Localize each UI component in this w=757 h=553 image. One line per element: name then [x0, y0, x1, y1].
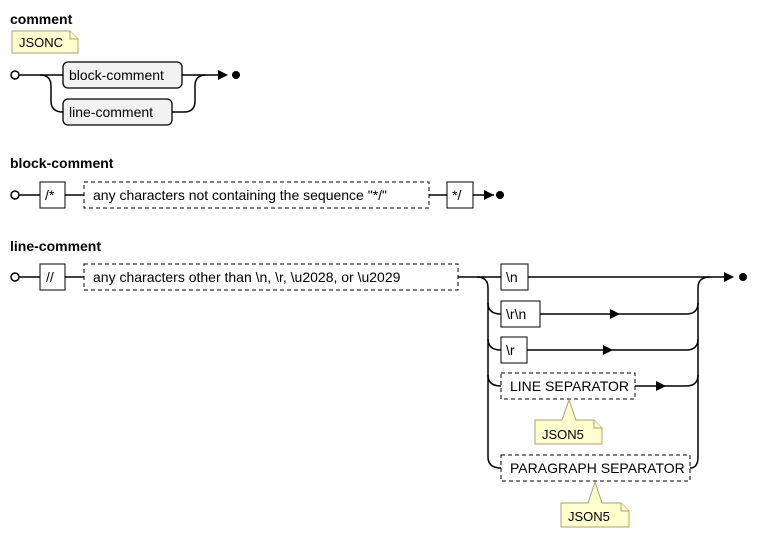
choice-block-comment-label: block-comment	[69, 67, 164, 83]
terminal-open-block-label: /*	[45, 187, 55, 203]
track-block-comment	[10, 190, 504, 200]
block-comment-body: any characters not containing the sequen…	[83, 181, 430, 209]
terminator-newline: \n	[500, 263, 529, 291]
terminator-paragraph-separator-label: PARAGRAPH SEPARATOR	[510, 460, 685, 476]
choice-line-comment-label: line-comment	[69, 104, 153, 120]
note-json5-paragraph-separator: JSON5	[560, 480, 630, 528]
line-comment-body-label: any characters other than \n, \r, \u2028…	[93, 269, 401, 285]
terminator-cr-label: \r	[506, 342, 515, 358]
terminator-line-separator-label: LINE SEPARATOR	[510, 378, 629, 394]
end-marker	[739, 273, 747, 281]
terminator-cr: \r	[500, 336, 528, 364]
terminal-close-block-label: */	[452, 187, 461, 203]
end-marker	[232, 71, 240, 79]
choice-line-comment[interactable]: line-comment	[62, 98, 173, 126]
terminator-line-separator: LINE SEPARATOR	[500, 372, 636, 400]
terminator-newline-label: \n	[506, 269, 518, 285]
track-line-comment	[10, 272, 747, 469]
block-comment-body-label: any characters not containing the sequen…	[93, 187, 387, 203]
terminator-paragraph-separator: PARAGRAPH SEPARATOR	[500, 454, 691, 482]
note-json5-paragraph-separator-text: JSON5	[568, 509, 610, 524]
start-marker	[10, 272, 20, 282]
terminal-open-line: //	[39, 263, 66, 291]
choice-block-comment[interactable]: block-comment	[62, 61, 183, 89]
track-comment	[10, 70, 240, 113]
terminal-close-block: */	[446, 181, 474, 209]
note-json5-line-separator-text: JSON5	[542, 427, 584, 442]
rule-title-comment: comment	[10, 11, 73, 27]
terminator-crlf: \r\n	[500, 300, 541, 328]
end-marker	[496, 191, 504, 199]
line-comment-body: any characters other than \n, \r, \u2028…	[83, 263, 459, 291]
rule-title-line-comment: line-comment	[10, 238, 101, 254]
note-jsonc: JSONC	[11, 30, 79, 54]
note-jsonc-text: JSONC	[19, 35, 63, 50]
terminal-open-block: /*	[39, 181, 66, 209]
start-marker	[10, 190, 20, 200]
rule-title-block-comment: block-comment	[10, 155, 114, 171]
start-marker	[10, 70, 20, 80]
terminal-open-line-label: //	[46, 269, 54, 285]
note-json5-line-separator: JSON5	[534, 398, 603, 445]
terminator-crlf-label: \r\n	[506, 306, 526, 322]
